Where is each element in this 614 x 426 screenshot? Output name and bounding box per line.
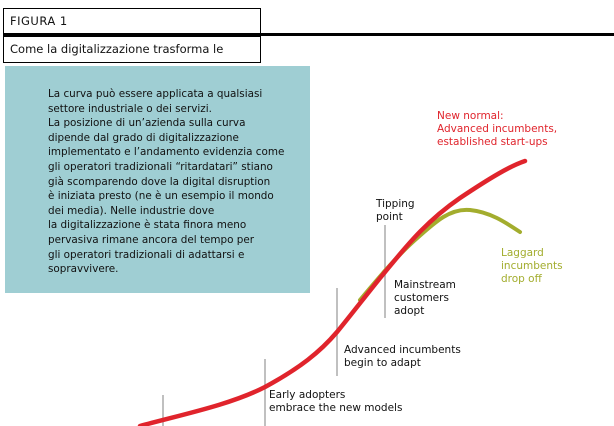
description-line: pervasiva rimane ancora del tempo per [48, 233, 255, 246]
description-line: dei media). Nelle industrie dove [48, 204, 215, 217]
label-line: Advanced incumbents [344, 344, 461, 356]
label-line: drop off [501, 273, 542, 285]
description-line: implementato e l’andamento evidenzia com… [48, 146, 285, 159]
label-line: established start-ups [437, 136, 548, 148]
description-line: La posizione di un’azienda sulla curva [48, 117, 246, 130]
description-line: La curva può essere applicata a qualsias… [48, 88, 263, 100]
description-line: gli operatori tradizionali di adattarsi … [48, 248, 245, 261]
label-line: Advanced incumbents, [437, 123, 558, 135]
label-line: embrace the new models [269, 402, 403, 414]
label-line: Tipping [376, 198, 415, 210]
description-panel: La curva può essere applicata a qualsias… [5, 66, 310, 293]
label-new-normal: New normal: Advanced incumbents, establi… [437, 110, 557, 149]
label-line: adopt [394, 305, 425, 317]
description-line: settore industriale o dei servizi. [48, 102, 212, 115]
label-line: point [376, 211, 403, 223]
description-line: già scomparendo dove la digital disrupti… [48, 175, 271, 188]
main-curve [137, 158, 528, 426]
label-line: incumbents [501, 260, 563, 272]
label-advanced-incumbents: Advanced incumbents begin to adapt [344, 344, 461, 370]
label-line: Laggard [501, 247, 544, 259]
label-line: Mainstream [394, 279, 456, 291]
description-line: sopravvivere. [48, 263, 119, 276]
description-line: è iniziata presto (ne è un esempio il mo… [48, 190, 274, 203]
label-line: begin to adapt [344, 357, 421, 369]
header-rule [3, 33, 614, 36]
label-line: customers [394, 292, 449, 304]
label-line: New normal: [437, 110, 504, 122]
label-early-adopters: Early adopters embrace the new models [269, 389, 402, 415]
label-line: Early adopters [269, 389, 346, 401]
label-tipping-point: Tipping point [376, 198, 415, 224]
label-mainstream: Mainstream customers adopt [394, 279, 456, 318]
description-line: gli operatori tradizionali “ritardatari”… [48, 160, 273, 173]
description-line: la digitalizzazione è stata finora meno [48, 219, 247, 232]
description-line: dipende dal grado di digitalizzazione [48, 131, 239, 144]
label-laggard: Laggard incumbents drop off [501, 247, 563, 286]
